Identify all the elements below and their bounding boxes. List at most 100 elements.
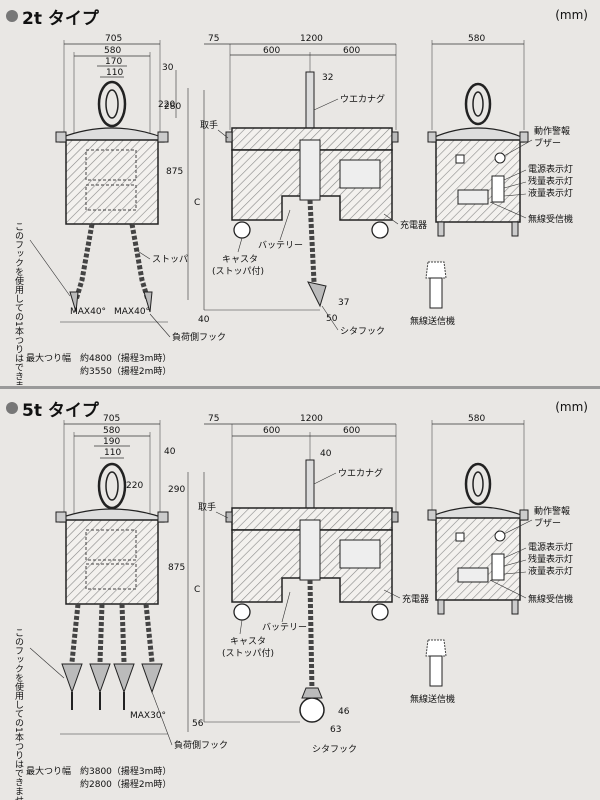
front-view: 705 580 170 110 30 220 280 875 — [13, 34, 226, 385]
label-caster-sub: (ストッパ付) — [222, 648, 274, 659]
dim-190: 190 — [103, 437, 120, 447]
dim-37: 37 — [338, 298, 349, 308]
label-charger: 充電器 — [402, 593, 429, 605]
max-width-value-1: 約4800（揚程3m時） — [80, 352, 171, 364]
dim-220: 220 — [158, 100, 175, 110]
label-power-lamp: 電源表示灯 — [528, 541, 573, 553]
title-text: 5t タイプ — [22, 400, 99, 421]
lifting-ring — [97, 80, 127, 128]
caster-right — [371, 221, 389, 239]
dim-63: 63 — [330, 725, 341, 735]
label-power-lamp: 電源表示灯 — [528, 163, 573, 175]
main-body — [65, 139, 159, 225]
dim-110: 110 — [106, 68, 123, 78]
title-text: 2t タイプ — [22, 8, 99, 29]
main-body — [65, 519, 159, 605]
caster-right — [371, 603, 389, 621]
rear-body — [435, 139, 521, 223]
transmitter-icon — [429, 655, 443, 687]
max-left-label: MAX40° — [70, 307, 106, 317]
label-bottom-hook: シタフック — [312, 744, 357, 755]
label-buzzer: ブザー — [534, 137, 561, 149]
dim-75: 75 — [208, 34, 219, 44]
label-alarm: 動作警報 — [534, 125, 570, 137]
label-level-lamp: 残量表示灯 — [528, 553, 573, 565]
section-title-5t: 5t タイプ — [6, 396, 99, 421]
label-caster: キャスタ — [222, 254, 258, 265]
label-caster: キャスタ — [230, 636, 266, 647]
hook-note: このフックを使用しての1本つりはできません。 — [13, 628, 24, 800]
dim-705: 705 — [103, 414, 120, 424]
dim-220: 220 — [126, 481, 143, 491]
caster-left — [233, 221, 251, 239]
dim-600a: 600 — [263, 46, 280, 56]
side-view: 75 1200 600 600 40 C 56 46 63 ウエカナグ — [192, 414, 429, 755]
section-title-2t: 2t タイプ — [6, 4, 99, 29]
label-handle: 取手 — [198, 501, 216, 513]
dim-875: 875 — [168, 563, 185, 573]
dim-30: 30 — [162, 63, 174, 73]
rear-body — [435, 517, 521, 601]
unit-label: (mm) — [555, 8, 588, 22]
rear-view: 580 動作警報 ブザー 電源表示灯 残量表示灯 液量表示灯 無線受信機 — [410, 414, 573, 705]
front-view: 705 580 190 110 40 — [13, 414, 228, 800]
label-load-hook: 負荷側フック — [174, 739, 228, 751]
max-label: MAX30° — [130, 711, 166, 721]
label-load-hook: 負荷側フック — [172, 331, 226, 343]
dim-170: 170 — [105, 57, 122, 67]
rear-view: 580 動作警報 ブザー 電源表示灯 残量表示灯 液量表示灯 無線受信機 — [410, 34, 573, 327]
dim-right-580: 580 — [468, 414, 485, 424]
label-caster-sub: (ストッパ付) — [212, 266, 264, 277]
dim-right-580: 580 — [468, 34, 485, 44]
transmitter-icon — [429, 277, 443, 309]
max-width-value-2: 約3550（揚程2m時） — [80, 365, 171, 377]
dim-c: C — [194, 585, 200, 595]
label-weight-rod: ウエカナグ — [340, 93, 385, 105]
label-stopper: ストッパ — [152, 254, 188, 265]
label-level-lamp: 残量表示灯 — [528, 175, 573, 187]
label-liquid-lamp: 液量表示灯 — [528, 187, 573, 199]
dim-32: 32 — [322, 73, 333, 83]
side-view: 75 1200 600 600 32 C 40 37 — [194, 34, 427, 337]
max-width-value-1: 約3800（揚程3m時） — [80, 765, 171, 777]
label-liquid-lamp: 液量表示灯 — [528, 565, 573, 577]
label-receiver: 無線受信機 — [528, 593, 573, 605]
dim-580: 580 — [104, 46, 121, 56]
label-transmitter: 無線送信機 — [410, 693, 455, 705]
label-receiver: 無線受信機 — [528, 213, 573, 225]
max-right-label: MAX40° — [114, 307, 150, 317]
unit-label: (mm) — [555, 400, 588, 414]
dim-600b: 600 — [343, 426, 360, 436]
dim-1200: 1200 — [300, 414, 323, 424]
dim-75: 75 — [208, 414, 219, 424]
caster-left — [233, 603, 251, 621]
dim-1200: 1200 — [300, 34, 323, 44]
diagram-5t: 705 580 190 110 40 — [13, 414, 573, 800]
dim-290: 290 — [168, 485, 185, 495]
lifting-ring — [97, 462, 127, 510]
label-charger: 充電器 — [400, 219, 427, 231]
label-weight-rod: ウエカナグ — [338, 467, 383, 479]
diagram-2t: 705 580 170 110 30 220 280 875 — [13, 34, 573, 385]
hook-note: このフックを使用しての1本つりはできません。 — [13, 222, 24, 385]
label-buzzer: ブザー — [534, 517, 561, 529]
dim-280: 280 — [164, 102, 181, 112]
section-5t: 5t タイプ (mm) 705 580 190 110 — [0, 392, 600, 800]
dim-580: 580 — [103, 426, 120, 436]
bullet-icon — [6, 402, 18, 414]
label-handle: 取手 — [200, 119, 218, 131]
dim-705: 705 — [105, 34, 122, 44]
bullet-icon — [6, 10, 18, 22]
dim-c: C — [194, 198, 200, 208]
dim-50: 50 — [326, 314, 338, 324]
dim-40: 40 — [198, 315, 210, 325]
dim-40: 40 — [164, 447, 176, 457]
label-battery: バッテリー — [262, 622, 307, 633]
label-bottom-hook: シタフック — [340, 326, 385, 337]
dim-600b: 600 — [343, 46, 360, 56]
section-divider — [0, 386, 600, 389]
max-width-label: 最大つり幅 — [26, 352, 71, 364]
dim-110: 110 — [104, 448, 121, 458]
label-battery: バッテリー — [258, 240, 303, 251]
max-width-label: 最大つり幅 — [26, 765, 71, 777]
